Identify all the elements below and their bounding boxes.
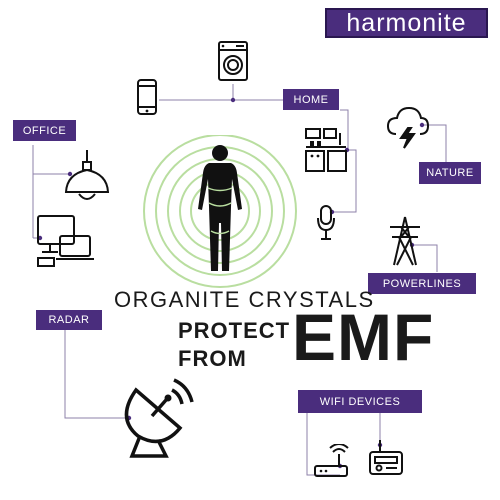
label-office: OFFICE [13, 120, 76, 141]
storm-cloud-icon [386, 106, 430, 149]
smartphone-icon [137, 79, 157, 115]
power-tower-icon [390, 216, 420, 266]
label-radar: RADAR [36, 310, 102, 330]
label-wifi-devices: WIFI DEVICES [298, 390, 422, 413]
ceiling-lamp-icon [64, 150, 110, 200]
headline-emf: EMF [292, 300, 435, 374]
human-figure-icon [198, 145, 242, 271]
satellite-dish-icon [124, 378, 194, 458]
label-powerlines: POWERLINES [368, 273, 476, 294]
headline-line1: ORGANITE CRYSTALS [114, 287, 375, 312]
headline-line2: PROTECT [178, 318, 291, 343]
computer-icon [37, 215, 94, 267]
headline-line3: FROM [178, 346, 247, 371]
kitchen-icon [305, 128, 347, 172]
wifi-router-icon [314, 444, 349, 477]
radio-icon [369, 440, 403, 475]
microphone-icon [317, 205, 335, 240]
label-home: HOME [283, 89, 339, 110]
label-nature: NATURE [419, 162, 481, 184]
washing-machine-icon [218, 41, 248, 81]
harmonite-logo: harmonite [325, 8, 488, 38]
